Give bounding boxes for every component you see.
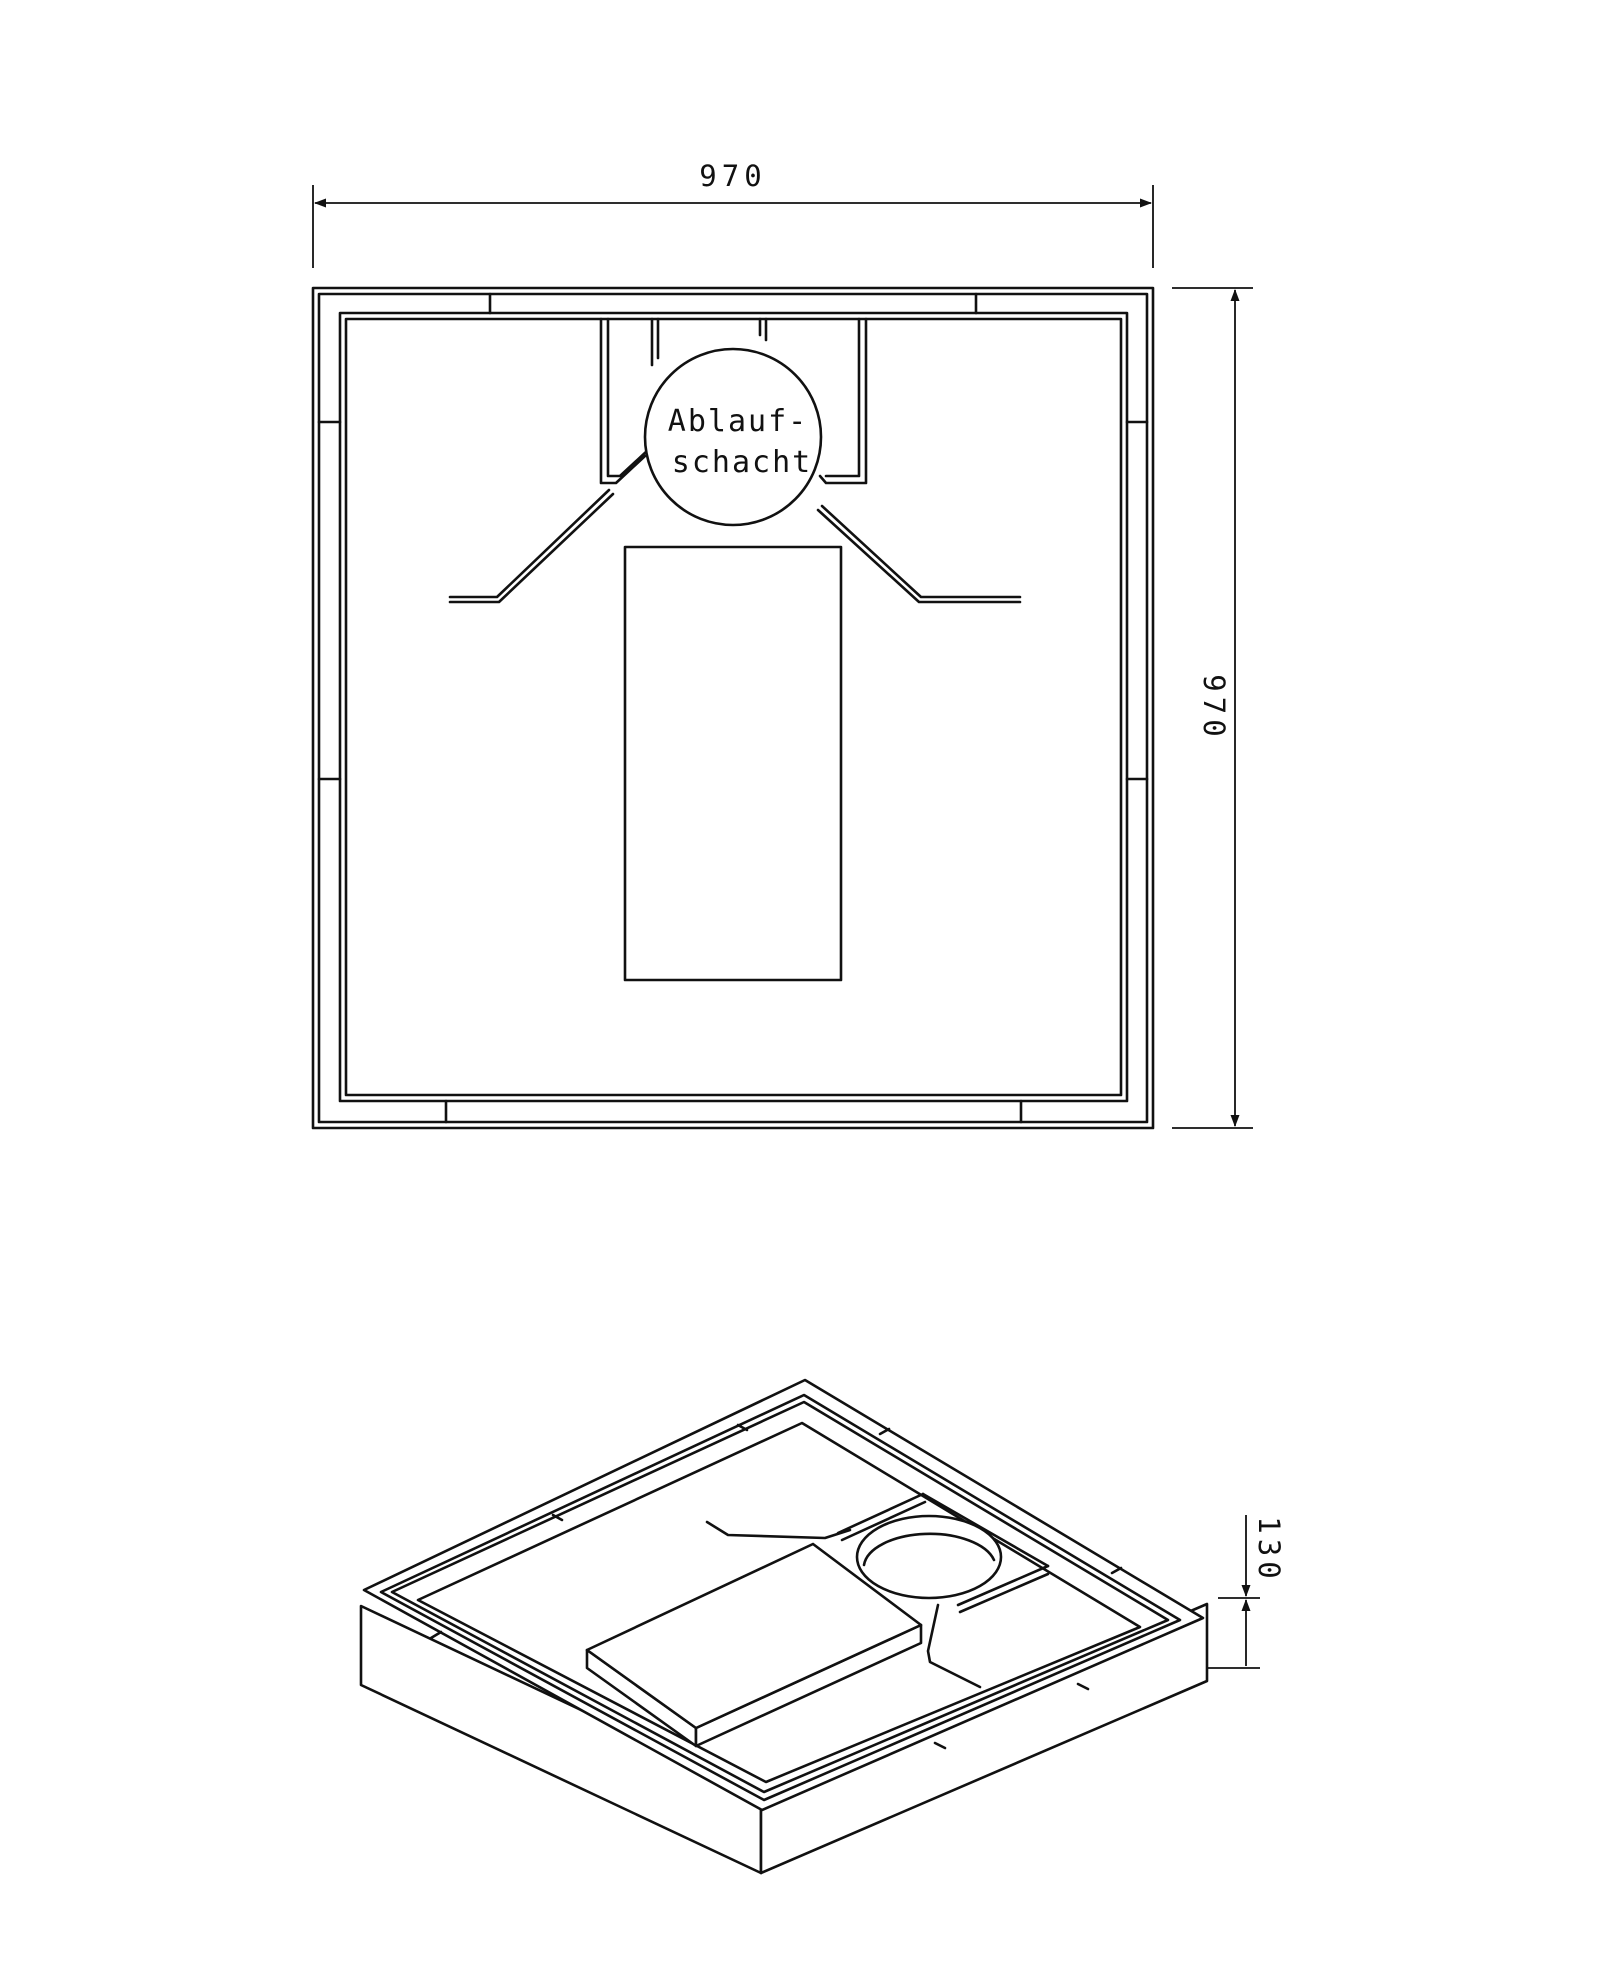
support-wire-right xyxy=(816,504,1022,604)
tray-inner-floor xyxy=(344,317,1123,1097)
drain-shaft-label-line1: Ablauf- xyxy=(668,404,808,439)
drain-shaft-circle xyxy=(643,347,823,527)
tray-inner-floor xyxy=(416,1421,1142,1784)
tray-top-inner-2 xyxy=(390,1400,1170,1794)
drain-shaft-label-line2: schacht xyxy=(672,445,812,480)
iso-drain-hole-inner xyxy=(862,1532,996,1567)
iso-support-wire-left xyxy=(705,1520,852,1540)
iso-center-plate-top xyxy=(585,1542,923,1730)
depth-dimension-label: 970 xyxy=(1197,674,1231,741)
depth-dimension: 970 xyxy=(1172,287,1253,1129)
iso-drain-hole xyxy=(855,1514,1003,1600)
plan-view: 970 970 xyxy=(311,159,1253,1130)
tray-outer-edge xyxy=(311,286,1155,1130)
rim-joints xyxy=(317,292,1149,1124)
iso-support-wire-front xyxy=(926,1603,982,1689)
drain-channel xyxy=(599,317,868,485)
tray-inner-edge xyxy=(338,311,1129,1103)
height-dimension: 130 xyxy=(1205,1515,1286,1669)
isometric-view: 130 xyxy=(359,1378,1286,1875)
tray-rim-outer xyxy=(317,292,1149,1124)
width-dimension-label: 970 xyxy=(699,159,766,193)
tray-top-inner-1 xyxy=(379,1393,1182,1802)
width-dimension: 970 xyxy=(312,159,1154,268)
support-wire-left xyxy=(448,488,615,604)
center-plate xyxy=(623,545,843,982)
height-dimension-label: 130 xyxy=(1252,1516,1286,1583)
iso-rim-joints xyxy=(429,1423,1123,1750)
